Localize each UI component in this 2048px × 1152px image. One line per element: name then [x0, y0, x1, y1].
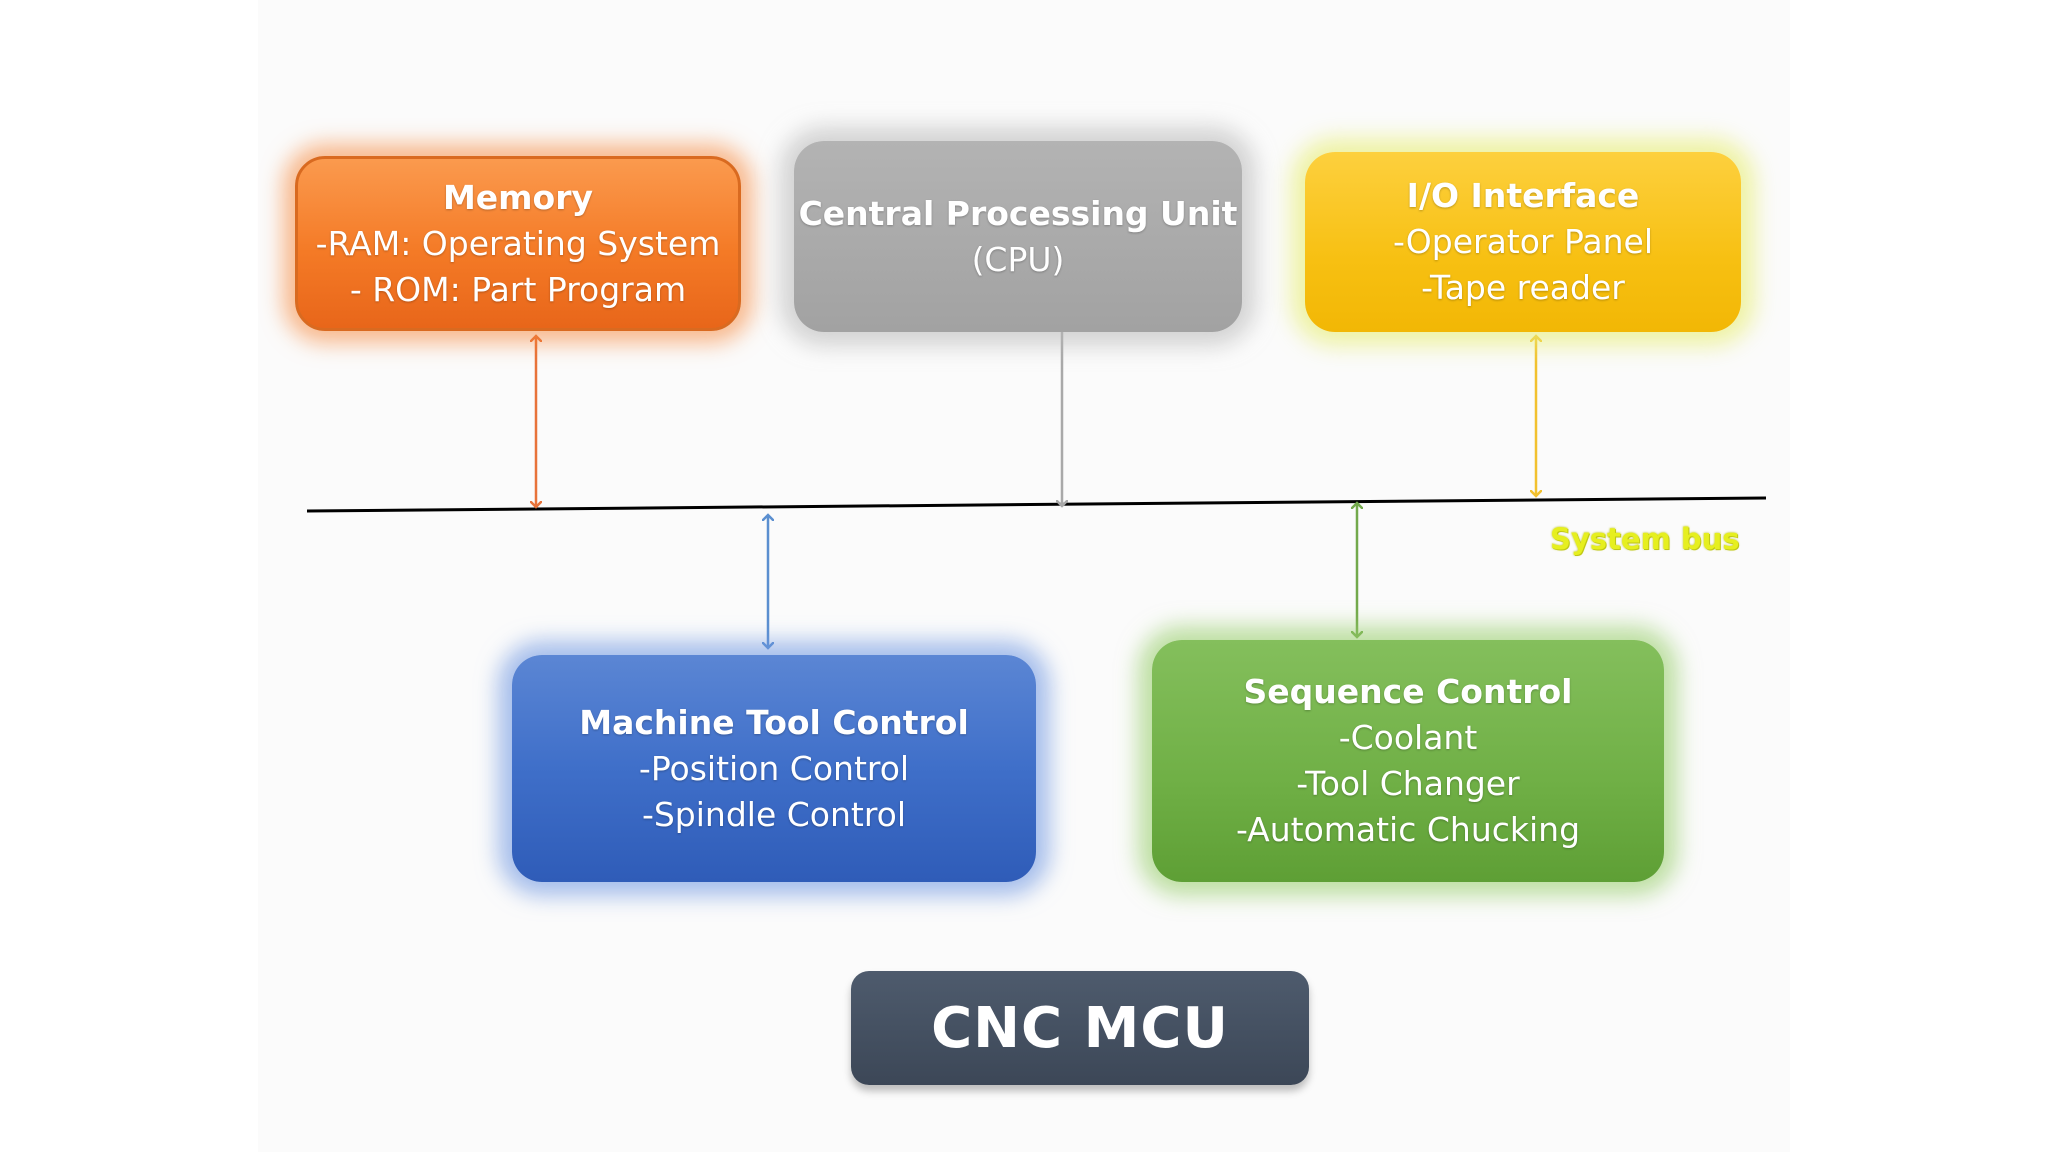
seq-tool-changer-line: -Tool Changer [1296, 764, 1520, 803]
mtc-spindle-line: -Spindle Control [641, 794, 907, 834]
machine-tool-control-block: Machine Tool Control -Position Control -… [512, 655, 1036, 882]
sequence-control-block: Sequence Control -Coolant -Tool Changer … [1152, 640, 1664, 882]
memory-block: Memory -RAM: Operating System - ROM: Par… [295, 156, 741, 331]
cnc-mcu-badge: CNC MCU [851, 971, 1309, 1085]
io-interface-block: I/O Interface -Operator Panel -Tape read… [1305, 152, 1741, 332]
seq-title: Sequence Control [1243, 672, 1573, 711]
cpu-title: Central Processing Unit [798, 193, 1238, 233]
io-title: I/O Interface [1406, 176, 1640, 215]
mtc-title: Machine Tool Control [579, 702, 969, 742]
system-bus-line [306, 496, 1767, 513]
seq-chucking-line: -Automatic Chucking [1235, 810, 1581, 849]
mtc-position-line: -Position Control [638, 748, 910, 788]
system-bus-label: System bus [1550, 522, 1740, 556]
memory-ram-line: -RAM: Operating System [315, 223, 721, 263]
io-tape-reader-line: -Tape reader [1421, 268, 1625, 307]
cpu-abbrev: (CPU) [971, 239, 1065, 279]
cpu-block: Central Processing Unit (CPU) [794, 141, 1242, 332]
memory-title: Memory [442, 177, 594, 217]
memory-rom-line: - ROM: Part Program [349, 269, 687, 309]
io-operator-panel-line: -Operator Panel [1392, 222, 1654, 261]
seq-coolant-line: -Coolant [1338, 718, 1478, 757]
